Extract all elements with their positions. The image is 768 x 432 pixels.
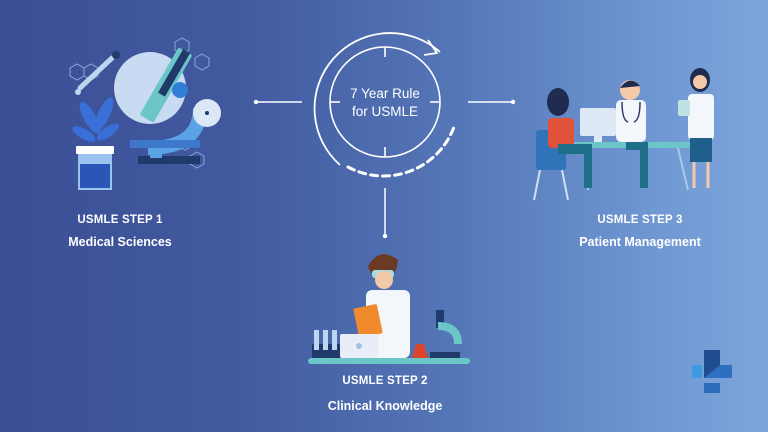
step1-label: USMLE STEP 1 [77, 214, 163, 226]
medical-cross-logo-icon [692, 350, 732, 393]
doctor-patient-illustration [533, 68, 714, 201]
center-title-line2: for USMLE [351, 104, 419, 119]
step2-subject: Clinical Knowledge [327, 399, 443, 413]
step3-subject: Patient Management [579, 235, 701, 249]
step1-subject: Medical Sciences [68, 235, 172, 249]
microscope-lab-illustration [69, 37, 221, 190]
scientist-lab-illustration [308, 254, 470, 364]
step3-label: USMLE STEP 3 [597, 214, 683, 226]
center-title-line1: 7 Year Rule [350, 86, 420, 101]
step2-label: USMLE STEP 2 [342, 375, 428, 387]
